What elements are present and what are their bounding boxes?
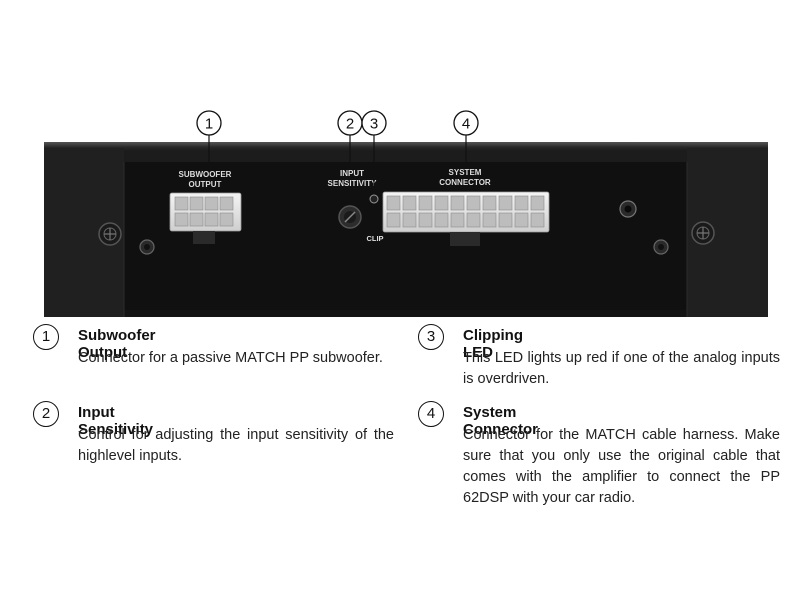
system-connector: SYSTEM CONNECTOR xyxy=(382,168,550,246)
input-sensitivity-label-line1: INPUT xyxy=(340,169,364,178)
clip-label: CLIP xyxy=(366,234,383,243)
connector-pin xyxy=(450,212,465,228)
input-sensitivity-control: INPUT SENSITIVITY xyxy=(328,169,378,229)
connector-pin xyxy=(402,212,417,228)
left-mount-screw-icon xyxy=(98,222,122,246)
legend-title: System Connector xyxy=(463,404,538,438)
legend-description: Connector for the MATCH cable harness. M… xyxy=(463,427,780,506)
connector-pin xyxy=(418,195,433,211)
amplifier-front-panel: SUBWOOFER OUTPUT INPUT SENSITIVITY CLIP … xyxy=(44,110,768,317)
subwoofer-output-label-line2: OUTPUT xyxy=(189,180,222,189)
connector-pin xyxy=(530,195,545,211)
connector-pin xyxy=(482,212,497,228)
clipping-led: CLIP xyxy=(366,194,384,243)
legend-description: Connector for a passive MATCH PP subwoof… xyxy=(78,350,383,366)
connector-pin xyxy=(514,212,529,228)
legend-number-badge: 3 xyxy=(418,324,444,350)
connector-pin xyxy=(386,212,401,228)
connector-pin xyxy=(434,212,449,228)
panel-jack-icon xyxy=(619,200,637,218)
right-mount-screw-icon xyxy=(691,221,715,245)
connector-pin xyxy=(514,195,529,211)
legend-number-badge: 1 xyxy=(33,324,59,350)
legend-title: Input Sensitivity xyxy=(78,404,154,438)
connector-pin xyxy=(386,195,401,211)
callout-1-number: 1 xyxy=(205,116,213,133)
callout-3-number: 3 xyxy=(370,116,378,133)
connector-pin xyxy=(482,195,497,211)
connector-pin xyxy=(450,195,465,211)
connector-pin xyxy=(466,212,481,228)
connector-pin xyxy=(466,195,481,211)
legend-description: Control for adjusting the input sensitiv… xyxy=(78,427,394,464)
subwoofer-output-label-line1: SUBWOOFER xyxy=(179,170,232,179)
system-connector-label-line1: SYSTEM xyxy=(449,168,482,177)
legend-number-badge: 4 xyxy=(418,401,444,427)
callout-3: 3 xyxy=(361,110,387,192)
connector-pin xyxy=(530,212,545,228)
system-connector-label-line2: CONNECTOR xyxy=(439,178,491,187)
subwoofer-output-connector: SUBWOOFER OUTPUT xyxy=(169,170,242,244)
right-panel-screw-icon xyxy=(653,239,669,255)
left-panel-screw-icon xyxy=(139,239,155,255)
callout-4: 4 xyxy=(453,110,479,166)
legend-number-badge: 2 xyxy=(33,401,59,427)
connector-pin xyxy=(498,212,513,228)
callout-4-number: 4 xyxy=(462,116,470,133)
callout-2: 2 xyxy=(337,110,363,165)
input-sensitivity-label-line2: SENSITIVITY xyxy=(328,179,378,188)
legend-title: Clipping LED xyxy=(463,327,523,361)
connector-pin xyxy=(498,195,513,211)
legend-description: This LED lights up red if one of the ana… xyxy=(463,350,780,387)
connector-pin xyxy=(418,212,433,228)
callout-1: 1 xyxy=(196,110,222,165)
connector-pin xyxy=(402,195,417,211)
legend-title: Subwoofer Output xyxy=(78,327,156,361)
callout-2-number: 2 xyxy=(346,116,354,133)
connector-pin xyxy=(434,195,449,211)
